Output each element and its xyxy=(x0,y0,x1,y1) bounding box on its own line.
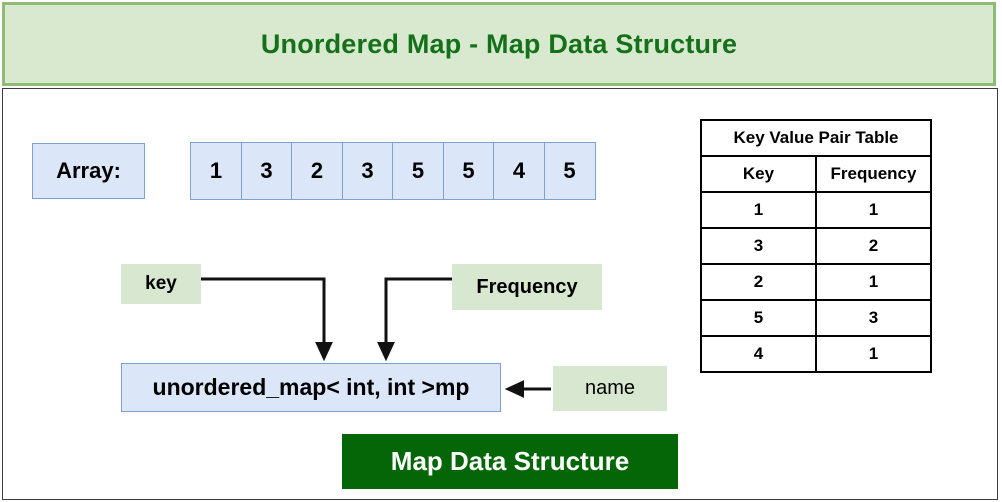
table-cell-key: 1 xyxy=(700,191,817,229)
table-header-row: Key Frequency xyxy=(700,155,932,193)
array-cell: 3 xyxy=(341,142,394,200)
frequency-annotation-box: Frequency xyxy=(452,264,602,310)
table-header-key: Key xyxy=(700,155,817,193)
frequency-annotation-text: Frequency xyxy=(476,275,578,298)
table-cell-key: 2 xyxy=(700,263,817,301)
table-cell-frequency: 2 xyxy=(815,227,932,265)
array-cell: 5 xyxy=(543,142,596,200)
array-cell: 1 xyxy=(190,142,242,200)
table-cell-key: 4 xyxy=(700,335,817,373)
array-cells: 1 3 2 3 5 5 4 5 xyxy=(190,142,596,200)
table-title-row: Key Value Pair Table xyxy=(700,119,932,157)
array-cell: 5 xyxy=(392,142,444,200)
table-header-frequency: Frequency xyxy=(815,155,932,193)
array-label-text: Array: xyxy=(56,158,121,183)
table-cell-frequency: 1 xyxy=(815,191,932,229)
table-row: 5 3 xyxy=(700,299,932,337)
table-row: 2 1 xyxy=(700,263,932,301)
table-cell-key: 3 xyxy=(700,227,817,265)
array-cell: 3 xyxy=(240,142,293,200)
array-label-box: Array: xyxy=(32,143,145,199)
array-cell: 5 xyxy=(442,142,495,200)
map-declaration-box: unordered_map< int, int >mp xyxy=(121,363,501,412)
key-annotation-text: key xyxy=(145,273,177,294)
table-cell-key: 5 xyxy=(700,299,817,337)
key-value-pair-table: Key Value Pair Table Key Frequency 1 1 3… xyxy=(700,119,932,373)
table-row: 3 2 xyxy=(700,227,932,265)
table-row: 4 1 xyxy=(700,335,932,373)
table-cell-frequency: 1 xyxy=(815,263,932,301)
page-title: Unordered Map - Map Data Structure xyxy=(260,28,738,59)
table-cell-frequency: 3 xyxy=(815,299,932,337)
array-cell: 4 xyxy=(493,142,545,200)
map-declaration-text: unordered_map< int, int >mp xyxy=(152,374,470,400)
footer-banner: Map Data Structure xyxy=(342,434,678,489)
key-annotation-box: key xyxy=(121,264,201,304)
footer-banner-text: Map Data Structure xyxy=(390,446,630,476)
header-banner: Unordered Map - Map Data Structure xyxy=(2,2,996,86)
name-annotation-box: name xyxy=(553,366,667,411)
name-annotation-text: name xyxy=(584,377,636,399)
array-cell: 2 xyxy=(291,142,343,200)
table-title-cell: Key Value Pair Table xyxy=(700,119,932,157)
table-cell-frequency: 1 xyxy=(815,335,932,373)
table-row: 1 1 xyxy=(700,191,932,229)
